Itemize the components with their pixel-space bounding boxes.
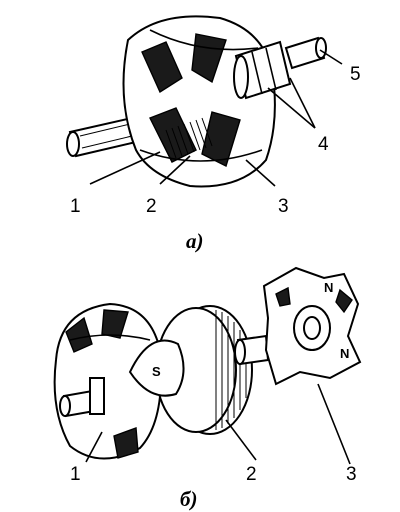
claw-pole-left-b [53,302,163,460]
caption-a: а) [186,229,204,253]
label-a-1: 1 [70,196,81,217]
label-a-5: 5 [350,64,361,85]
claw-pole-rotor-a [122,15,276,188]
pole-mark-s: S [152,364,161,379]
leader-lines-b [85,383,351,465]
pole-mark-n-2: N [340,346,349,361]
central-claw-b: S [128,339,185,397]
hub-b [234,334,270,366]
label-a-4: 4 [318,134,329,155]
pole-mark-n-1: N [324,280,333,295]
claw-pole-right-b: N N [262,266,362,386]
shaft-left [66,116,138,158]
slip-rings-a [233,40,292,100]
label-b-3: 3 [346,464,357,485]
rotor-assembly-a: 1 2 3 4 5 а) [66,15,361,253]
label-a-2: 2 [146,196,157,217]
rotor-exploded-b: S N N 1 2 3 б) [53,266,362,511]
field-winding-a [165,117,213,159]
label-b-1: 1 [70,464,81,485]
caption-b: б) [180,487,197,511]
label-a-3: 3 [278,196,289,217]
leader-lines-a [89,49,343,187]
field-coil-b [155,305,253,435]
shaft-left-b [59,377,105,418]
label-b-2: 2 [246,464,257,485]
shaft-right [284,36,327,70]
